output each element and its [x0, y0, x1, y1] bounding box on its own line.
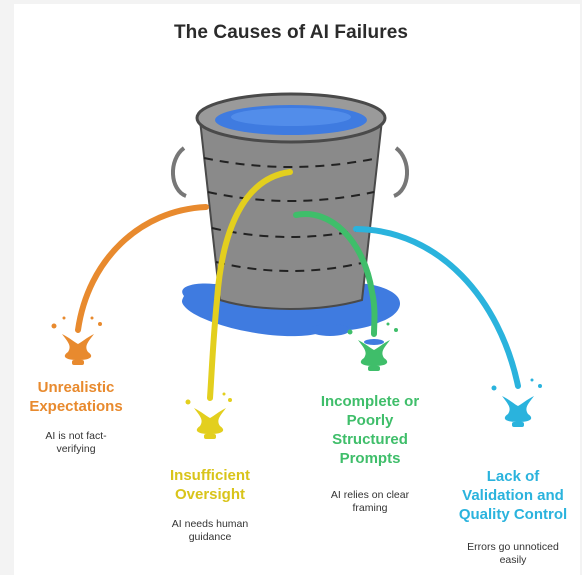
green-stream — [293, 211, 378, 337]
bucket — [170, 92, 410, 310]
cause-desc-line: guidance — [188, 531, 232, 543]
cause-desc-line: easily — [499, 554, 527, 566]
cause-title-line: Insufficient — [169, 467, 250, 484]
cause-desc-line: AI is not fact- — [45, 430, 107, 442]
blue-splash-icon — [491, 378, 542, 427]
cause-title-line: Validation and — [462, 487, 564, 504]
green-splash-icon — [347, 322, 398, 371]
cause-desc-insufficient-oversight: AI needs human guidance — [150, 518, 270, 544]
yellow-stream — [207, 169, 293, 401]
cause-desc-line: Errors go unnoticed — [467, 541, 559, 553]
cause-title-incomplete-prompts: Incomplete or Poorly Structured Prompts — [300, 392, 440, 468]
orange-stream — [75, 204, 209, 333]
cause-title-line: Poorly — [346, 412, 394, 429]
cause-title-line: Unrealistic — [37, 379, 115, 396]
cause-desc-unrealistic-expectations: AI is not fact- verifying — [16, 430, 136, 456]
cause-title-line: Prompts — [339, 450, 401, 467]
cause-desc-line: AI needs human — [171, 518, 249, 530]
cause-desc-incomplete-prompts: AI relies on clear framing — [305, 489, 435, 515]
cause-title-line: Oversight — [174, 486, 246, 503]
cause-title-line: Structured — [332, 431, 408, 448]
cause-desc-line: framing — [352, 502, 388, 514]
cause-title-line: Incomplete or — [320, 393, 420, 410]
cause-title-insufficient-oversight: Insufficient Oversight — [150, 466, 270, 504]
cause-title-line: Lack of — [486, 468, 540, 485]
cause-desc-line: verifying — [56, 443, 96, 455]
yellow-splash-icon — [185, 392, 232, 439]
cause-title-line: Expectations — [29, 398, 123, 415]
diagram-title: The Causes of AI Failures — [173, 22, 409, 43]
blue-stream — [353, 226, 521, 389]
cause-title-lack-of-validation: Lack of Validation and Quality Control — [446, 467, 580, 524]
orange-splash-icon — [51, 316, 102, 365]
cause-title-unrealistic-expectations: Unrealistic Expectations — [8, 378, 144, 416]
cause-desc-lack-of-validation: Errors go unnoticed easily — [448, 541, 578, 567]
cause-desc-line: AI relies on clear — [330, 489, 410, 501]
cause-title-line: Quality Control — [458, 506, 568, 523]
